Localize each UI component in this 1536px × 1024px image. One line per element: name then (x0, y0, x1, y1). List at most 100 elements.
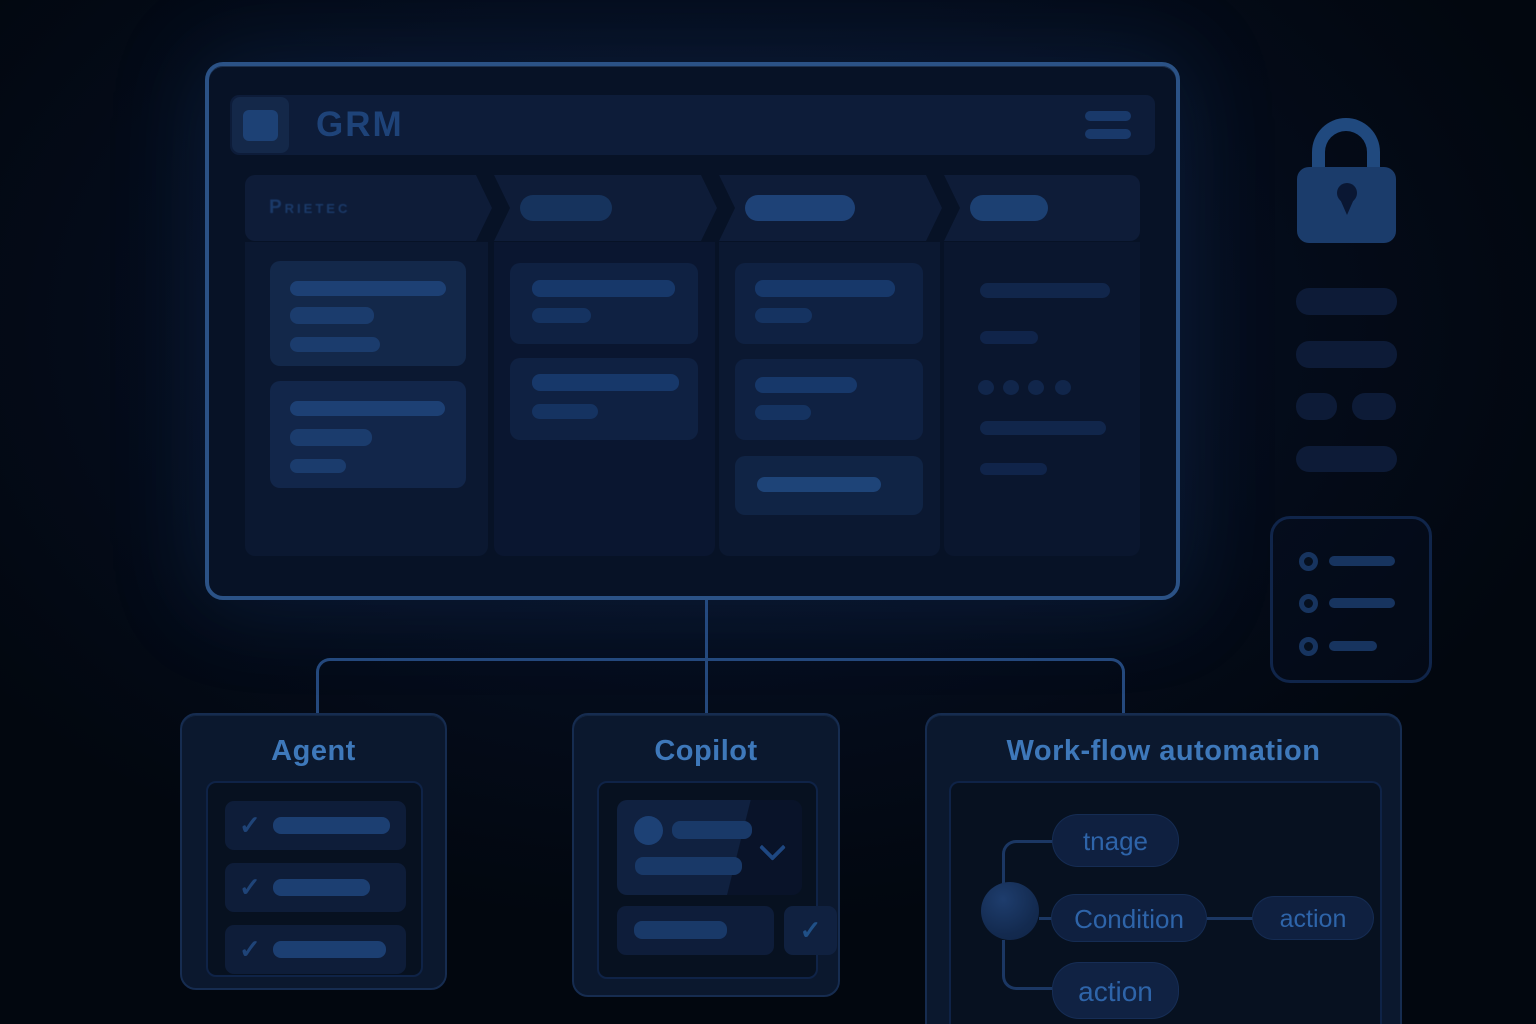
kanban-column-4 (944, 242, 1140, 556)
card-line (290, 429, 372, 446)
connector-right-elbow (707, 658, 1125, 713)
placeholder-line (980, 463, 1047, 475)
column-header-1[interactable]: Prietec (245, 175, 492, 241)
copilot-body: ✓ (597, 781, 837, 979)
list-item-bar (1329, 556, 1395, 566)
task-row[interactable]: ✓ (225, 925, 406, 974)
copilot-message-card[interactable] (617, 800, 802, 895)
connector-left-elbow (316, 658, 707, 713)
card-line (755, 308, 812, 323)
checkmark-icon: ✓ (239, 934, 261, 964)
placeholder-line (980, 283, 1110, 298)
avatar (634, 816, 663, 845)
kanban-card[interactable] (510, 263, 698, 344)
kanban-column-3 (719, 242, 940, 556)
kanban-card[interactable] (270, 261, 466, 366)
app-logo[interactable] (232, 97, 289, 153)
connector-center-drop (705, 658, 708, 713)
agent-task-list: ✓ ✓ ✓ (206, 781, 423, 977)
confirm-button[interactable]: ✓ (784, 906, 837, 955)
text-bar (1296, 393, 1337, 420)
workflow-panel: Work-flow automation tnage Condition act… (925, 713, 1402, 1024)
flow-connector-up (1002, 840, 1052, 884)
task-bar (273, 817, 390, 834)
column-header-2[interactable] (494, 175, 717, 241)
card-line (757, 477, 881, 492)
flow-connector-down (1002, 940, 1052, 990)
flow-connector-right (1207, 917, 1253, 920)
card-line (290, 307, 374, 324)
workflow-node-action-bottom[interactable]: action (1052, 962, 1179, 1019)
suggestion-row[interactable] (617, 906, 774, 955)
card-line (532, 280, 675, 297)
card-line (755, 377, 857, 393)
task-row[interactable]: ✓ (225, 863, 406, 912)
crm-window: GRM Prietec (205, 62, 1180, 600)
agent-title: Agent (271, 735, 356, 767)
suggestion-bar (634, 921, 727, 939)
kanban-card[interactable] (735, 359, 923, 440)
copilot-title: Copilot (654, 735, 758, 767)
card-line (290, 337, 380, 352)
checkmark-icon: ✓ (239, 872, 261, 902)
keyhole-icon (1337, 183, 1357, 203)
message-bar (635, 857, 742, 875)
placeholder-line (980, 421, 1106, 435)
workflow-node-condition[interactable]: Condition (1051, 894, 1207, 942)
text-bar (1296, 288, 1397, 315)
brand-title: GRM (316, 105, 404, 144)
kanban-card[interactable] (735, 263, 923, 344)
card-line (290, 401, 445, 416)
checkmark-icon: ✓ (239, 810, 261, 840)
task-row[interactable]: ✓ (225, 801, 406, 850)
message-bar (672, 821, 752, 839)
kanban-card[interactable] (735, 456, 923, 515)
bullet-circle-icon (1299, 637, 1318, 656)
workflow-title: Work-flow automation (1006, 735, 1321, 767)
dot (1028, 380, 1044, 395)
card-line (755, 405, 811, 420)
task-bar (273, 941, 386, 958)
text-bar (1352, 393, 1396, 420)
app-header: GRM (230, 95, 1155, 155)
flow-connector-mid (1039, 917, 1053, 920)
card-line (290, 281, 446, 296)
card-line (755, 280, 895, 297)
connector-window-stem (705, 600, 708, 660)
dot (1055, 380, 1071, 395)
workflow-node-triage[interactable]: tnage (1052, 814, 1179, 867)
card-line (532, 308, 591, 323)
agent-panel: Agent ✓ ✓ ✓ (180, 713, 447, 990)
header-pill (520, 195, 612, 221)
column-header-3[interactable] (719, 175, 942, 241)
workflow-canvas: tnage Condition action action (949, 781, 1382, 1024)
kanban-card[interactable] (510, 358, 698, 440)
bullet-circle-icon (1299, 552, 1318, 571)
hamburger-icon[interactable] (1085, 108, 1133, 142)
card-line (532, 374, 679, 391)
kanban-card[interactable] (270, 381, 466, 488)
column-header-4[interactable] (944, 175, 1140, 241)
padlock-body (1297, 167, 1396, 243)
header-pill (745, 195, 855, 221)
header-pill (970, 195, 1048, 221)
list-item-bar (1329, 598, 1395, 608)
logo-square-icon (243, 110, 278, 141)
workflow-node-action-right[interactable]: action (1252, 896, 1374, 940)
dot (1003, 380, 1019, 395)
workflow-trigger-node[interactable] (981, 882, 1039, 940)
kanban-column-2 (494, 242, 715, 556)
card-line (532, 404, 598, 419)
task-bar (273, 879, 370, 896)
placeholder-line (980, 331, 1038, 344)
column-header-label: Prietec (269, 197, 351, 218)
checklist-card (1270, 516, 1432, 683)
text-bar (1296, 446, 1397, 472)
bullet-circle-icon (1299, 594, 1318, 613)
text-bar (1296, 341, 1397, 368)
list-item-bar (1329, 641, 1377, 651)
dot (978, 380, 994, 395)
copilot-panel: Copilot ✓ (572, 713, 840, 997)
card-line (290, 459, 346, 473)
